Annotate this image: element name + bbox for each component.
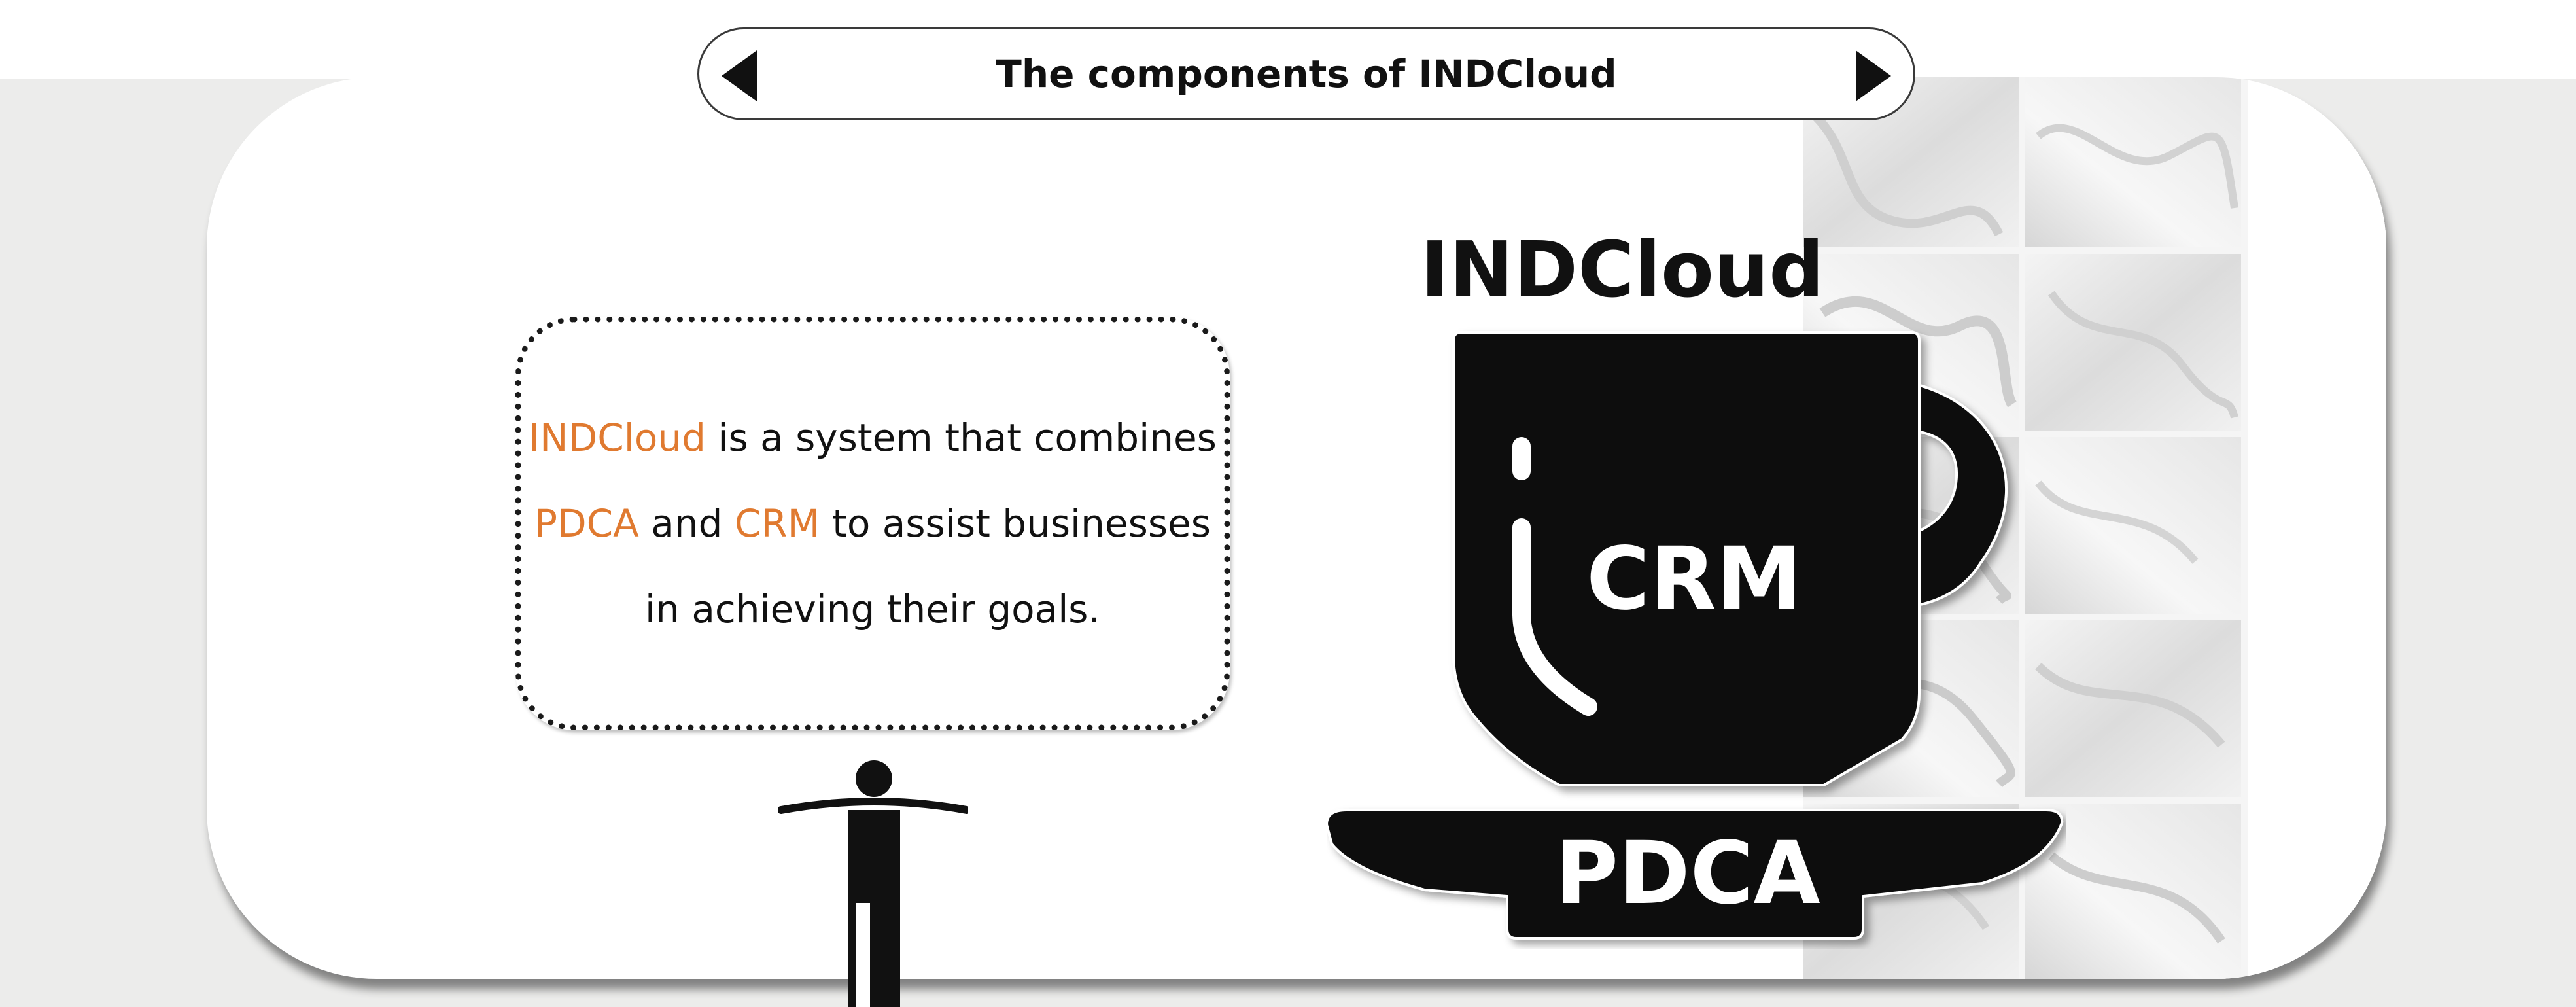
highlight-indcloud: INDCloud	[529, 415, 706, 460]
speech-line-2-mid: and	[638, 501, 735, 546]
cup-label-crm: CRM	[1586, 529, 1802, 629]
saucer-label-pdca: PDCA	[1555, 823, 1820, 924]
highlight-pdca: PDCA	[534, 501, 639, 546]
speech-line-1-rest: is a system that combines	[705, 415, 1217, 460]
speech-bubble: INDCloud is a system that combines PDCA …	[515, 317, 1230, 730]
diagram-title: INDCloud	[1420, 224, 1824, 315]
triangle-right-icon[interactable]	[1843, 46, 1902, 105]
coffee-cup-icon	[1327, 327, 2066, 949]
speech-text: INDCloud is a system that combines PDCA …	[529, 395, 1217, 652]
speech-line-2: PDCA and CRM to assist businesses	[529, 481, 1217, 567]
slide-navigation: The components of INDCloud	[697, 27, 1915, 120]
slide-title: The components of INDCloud	[996, 52, 1617, 96]
speech-line-2-rest: to assist businesses	[820, 501, 1211, 546]
speech-line-1: INDCloud is a system that combines	[529, 395, 1217, 481]
triangle-left-icon[interactable]	[711, 46, 770, 105]
person-figure-icon	[778, 759, 968, 1007]
speech-line-3: in achieving their goals.	[645, 586, 1100, 631]
highlight-crm: CRM	[734, 501, 820, 546]
